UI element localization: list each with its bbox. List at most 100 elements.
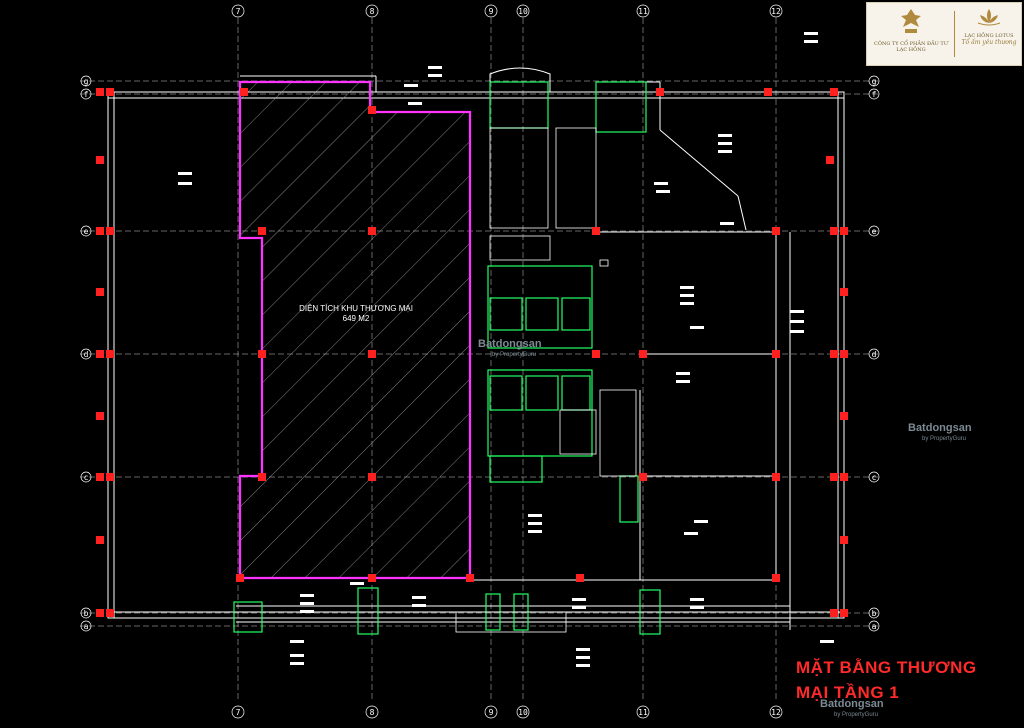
- grid-column-label: 7: [236, 708, 241, 717]
- annotation-mark: [684, 532, 698, 535]
- watermark-brand: Batdongsan: [908, 422, 972, 434]
- grid-bubble-row: c: [80, 471, 92, 483]
- watermark-center: Batdongsan by PropertyGuru: [478, 334, 542, 358]
- annotation-mark: [412, 596, 426, 599]
- area-value: 649 M2: [343, 314, 370, 323]
- grid-column-label: 7: [236, 7, 241, 16]
- column: [96, 350, 104, 358]
- annotation-mark: [300, 594, 314, 597]
- column: [96, 288, 104, 296]
- watermark-brand: Batdongsan: [478, 338, 542, 350]
- grid-bubble-col: 8: [365, 4, 379, 18]
- annotation-mark: [694, 520, 708, 523]
- grid-bubble-col: 9: [484, 4, 498, 18]
- building-outline: [107, 67, 845, 630]
- annotation-mark: [300, 610, 314, 613]
- column: [368, 227, 376, 235]
- column: [840, 412, 848, 420]
- column: [96, 609, 104, 617]
- annotation-mark: [790, 320, 804, 323]
- area-label: DIỆN TÍCH KHU THƯƠNG MẠI: [299, 304, 413, 313]
- grid-lines: [80, 18, 880, 700]
- column: [240, 88, 248, 96]
- column: [368, 106, 376, 114]
- annotation-mark: [300, 602, 314, 605]
- column: [840, 350, 848, 358]
- annotation-mark: [576, 664, 590, 667]
- column: [840, 473, 848, 481]
- watermark-sub: by PropertyGuru: [834, 712, 879, 718]
- annotation-mark: [680, 286, 694, 289]
- grid-row-label: d: [872, 350, 877, 359]
- watermark-sub: by PropertyGuru: [922, 436, 967, 442]
- column: [236, 574, 244, 582]
- grid-bubble-row: b: [80, 607, 92, 619]
- brand-logo: LẠC HỒNG LOTUS Tổ ấm yêu thương: [959, 7, 1019, 61]
- grid-column-label: 10: [518, 7, 528, 16]
- grid-column-label: 11: [638, 708, 648, 717]
- grid-bubble-col: 7: [231, 4, 245, 18]
- grid-bubble-col: 9: [484, 705, 498, 719]
- annotation-mark: [290, 654, 304, 657]
- annotation-mark: [820, 640, 834, 643]
- grid-row-label: c: [872, 473, 877, 482]
- column: [840, 609, 848, 617]
- grid-row-label: a: [872, 622, 877, 631]
- column: [656, 88, 664, 96]
- grid-bubble-row: a: [80, 620, 92, 632]
- annotation-mark: [790, 310, 804, 313]
- grid-bubble-row: d: [868, 348, 880, 360]
- annotation-mark: [718, 142, 732, 145]
- annotation-mark: [428, 74, 442, 77]
- column: [96, 473, 104, 481]
- grid-bubble-row: g: [868, 75, 880, 87]
- annotation-mark: [718, 150, 732, 153]
- grid-bubble-col: 12: [769, 705, 783, 719]
- annotation-marks: [178, 32, 834, 667]
- column: [639, 350, 647, 358]
- column: [96, 156, 104, 164]
- watermark-bottom: Batdongsan by PropertyGuru: [820, 694, 884, 718]
- grid-bubble-col: 8: [365, 705, 379, 719]
- grid-bubble-col: 12: [769, 4, 783, 18]
- column: [840, 536, 848, 544]
- column: [576, 574, 584, 582]
- annotation-mark: [408, 102, 422, 105]
- grid-bubble-row: b: [868, 607, 880, 619]
- grid-bubble-col: 11: [636, 4, 650, 18]
- annotation-mark: [676, 380, 690, 383]
- column: [830, 350, 838, 358]
- annotation-mark: [576, 656, 590, 659]
- grid-column-label: 8: [370, 708, 375, 717]
- column: [772, 574, 780, 582]
- column: [639, 473, 647, 481]
- annotation-mark: [572, 598, 586, 601]
- annotation-mark: [572, 606, 586, 609]
- column: [96, 88, 104, 96]
- annotation-mark: [528, 522, 542, 525]
- commercial-area: [238, 80, 472, 580]
- pagoda-icon: [901, 9, 921, 33]
- column: [96, 536, 104, 544]
- annotation-mark: [680, 294, 694, 297]
- annotation-mark: [428, 66, 442, 69]
- column: [258, 473, 266, 481]
- structural-columns: [96, 88, 848, 617]
- toilets-and-rooms: [455, 127, 637, 633]
- column: [772, 473, 780, 481]
- annotation-mark: [690, 326, 704, 329]
- watermark-brand: Batdongsan: [820, 698, 884, 710]
- company-name: CÔNG TY CỔ PHẦN ĐẦU TƯ LẠC HỒNG: [874, 41, 948, 53]
- annotation-mark: [350, 582, 364, 585]
- grid-row-label: f: [84, 90, 89, 99]
- logo-divider: [954, 11, 955, 57]
- grid-column-label: 10: [518, 708, 528, 717]
- grid-column-label: 8: [370, 7, 375, 16]
- annotation-mark: [290, 662, 304, 665]
- grid-bubble-row: a: [868, 620, 880, 632]
- annotation-mark: [656, 190, 670, 193]
- column: [840, 227, 848, 235]
- drawing-title-line2: MẠI TẦNG 1: [796, 683, 900, 702]
- column: [592, 227, 600, 235]
